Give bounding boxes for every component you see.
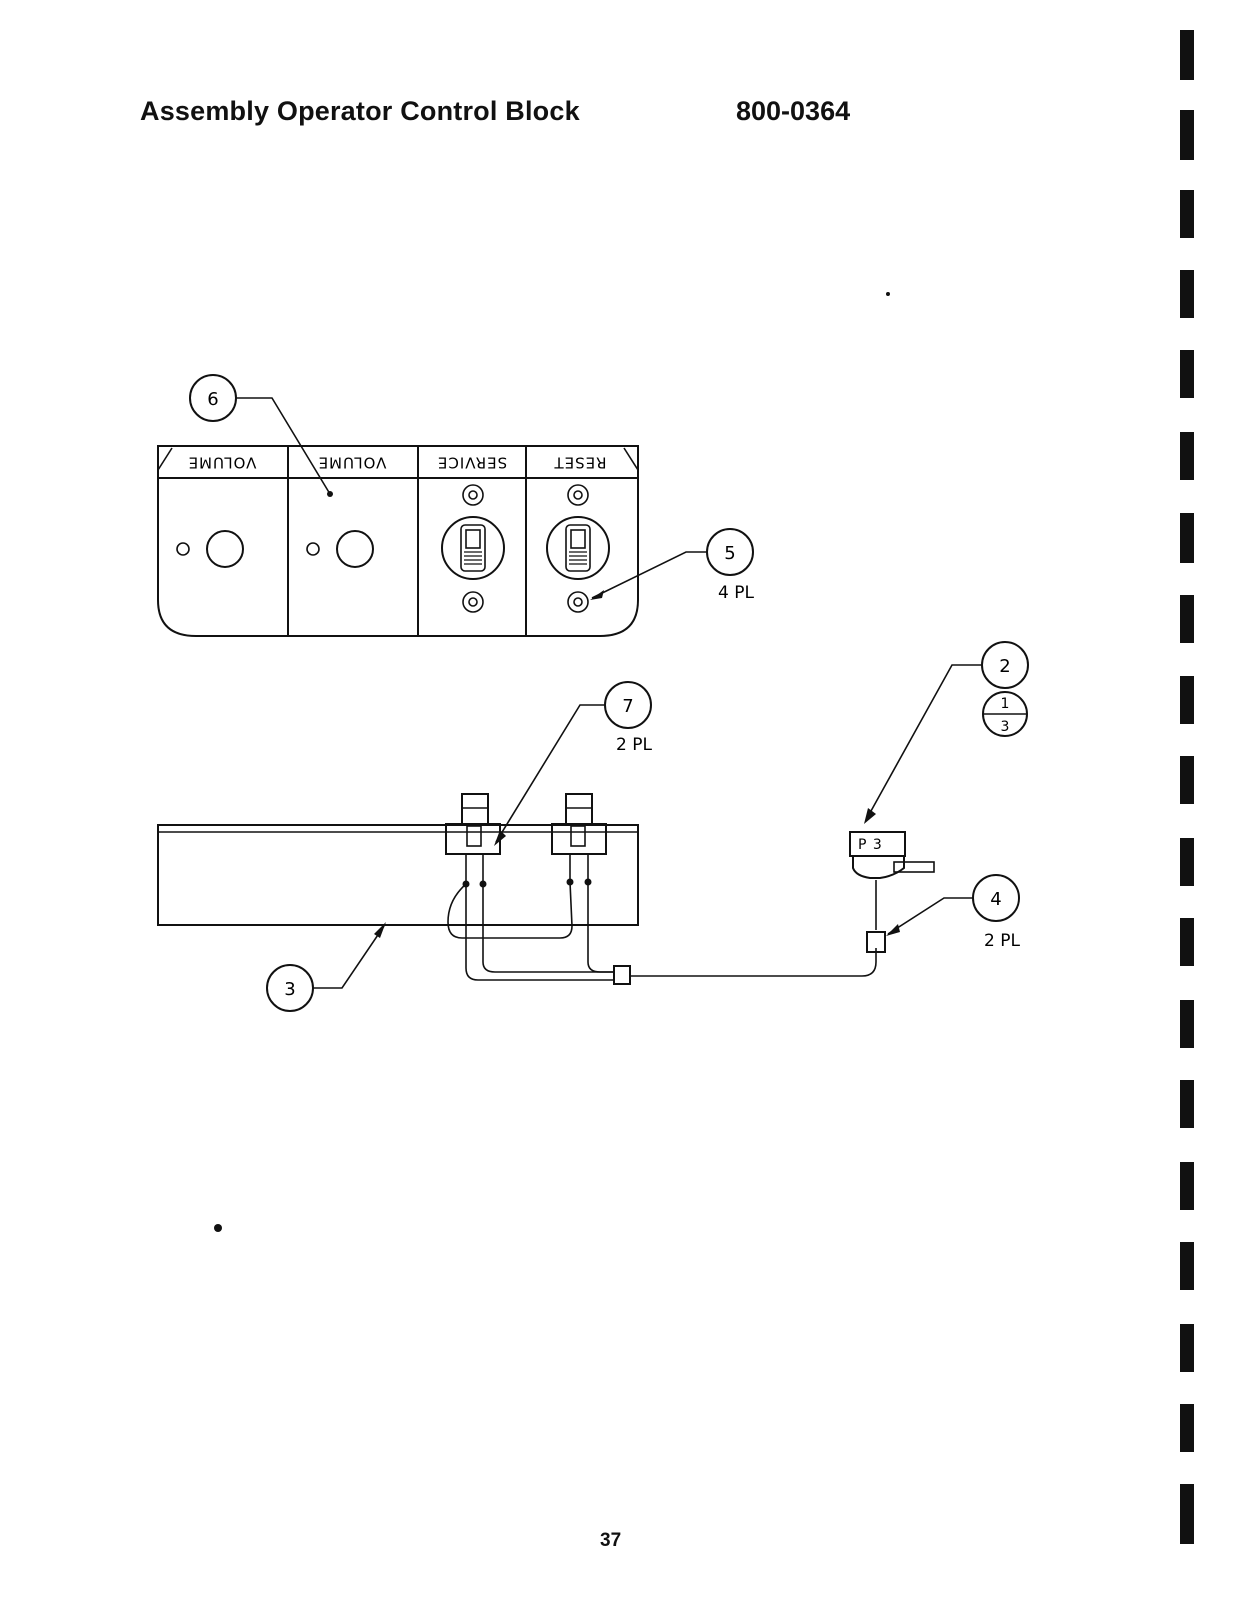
svg-text:7: 7 — [622, 696, 633, 717]
panel-label-volume-2: VOLUME — [318, 454, 387, 472]
volume-knob-1 — [206, 530, 244, 568]
callout-3: 3 — [266, 922, 386, 1012]
connector-p3: P 3 — [849, 831, 935, 879]
callout-5-qty: 4 PL — [718, 583, 754, 603]
wire-splice-4 — [866, 931, 886, 953]
callout-4: 4 2 PL — [886, 874, 1020, 951]
panel-label-reset: RESET — [553, 454, 606, 472]
reset-switch — [546, 484, 610, 613]
callout-4-qty: 2 PL — [984, 931, 1020, 951]
callout-6: 6 — [189, 374, 331, 495]
mounting-block — [157, 793, 639, 926]
volume-knob-2 — [336, 530, 374, 568]
volume-led-2 — [306, 542, 320, 556]
callout-2: 2 1 3 — [864, 641, 1029, 824]
svg-text:3: 3 — [1001, 719, 1010, 735]
control-panel: VOLUME VOLUME SERVICE RESET — [157, 445, 639, 637]
svg-text:5: 5 — [724, 543, 735, 564]
panel-label-volume-1: VOLUME — [188, 454, 257, 472]
svg-text:1: 1 — [1001, 696, 1010, 712]
splice-connector — [613, 965, 631, 985]
connector-p3-label: P 3 — [858, 837, 883, 853]
callout-7: 7 2 PL — [494, 681, 652, 846]
page-title: Assembly Operator Control Block — [140, 96, 580, 126]
panel-label-service: SERVICE — [437, 454, 507, 472]
service-switch — [441, 484, 505, 613]
svg-text:6: 6 — [207, 389, 218, 410]
wiring-harness — [447, 880, 877, 981]
svg-text:4: 4 — [990, 889, 1001, 910]
callout-7-qty: 2 PL — [616, 735, 652, 755]
callout-5: 5 4 PL — [590, 528, 754, 603]
part-number: 800-0364 — [736, 96, 851, 126]
page-number: 37 — [600, 1530, 622, 1551]
svg-text:3: 3 — [284, 979, 295, 1000]
volume-led-1 — [176, 542, 190, 556]
svg-text:2: 2 — [999, 656, 1010, 677]
